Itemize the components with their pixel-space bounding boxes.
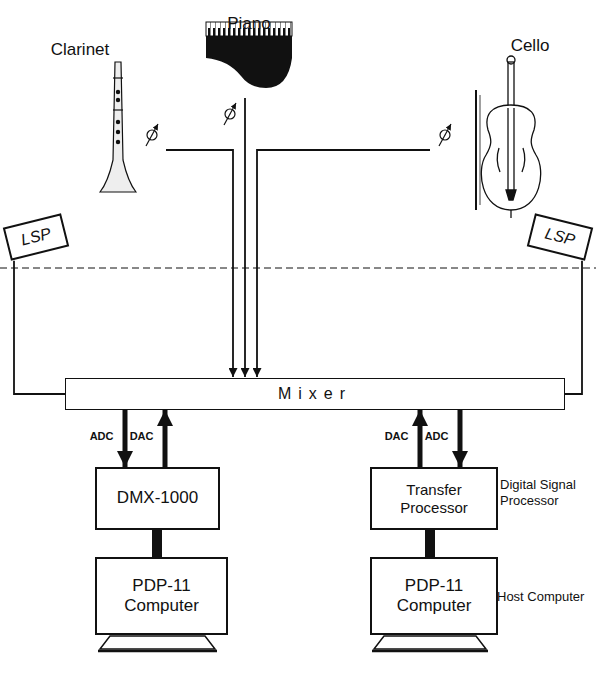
signal-label: ADC	[424, 430, 450, 442]
signal-arrow	[418, 410, 423, 467]
instrument-label: Clarinet	[51, 40, 110, 60]
mixer-box: Mixer	[65, 378, 565, 410]
annotation-label: Digital Signal Processor	[500, 477, 580, 510]
box-text: PDP-11 Computer	[372, 576, 496, 617]
signal-arrow	[458, 410, 463, 467]
microphone-symbol	[146, 103, 451, 146]
cello-drawing	[476, 56, 541, 218]
box-text: DMX-1000	[113, 488, 202, 508]
signal-label: DAC	[384, 430, 410, 442]
processor-box: DMX-1000	[95, 467, 220, 530]
annotation-label: Host Computer	[497, 589, 584, 605]
speaker-wire	[14, 261, 65, 394]
signal-arrow	[152, 530, 162, 557]
box-text: LSP	[15, 223, 57, 251]
instrument-label: Piano	[227, 14, 270, 34]
box-text: LSP	[539, 223, 581, 251]
box-text: Transfer Processor	[372, 481, 496, 517]
computer-box: PDP-11 Computer	[95, 557, 228, 635]
dashed-separator	[0, 268, 596, 269]
monitor-base	[98, 636, 488, 651]
signal-line	[166, 98, 430, 377]
speaker-box: LSP	[3, 213, 69, 261]
box-text: Mixer	[274, 384, 356, 403]
speaker-wire	[565, 261, 582, 394]
signal-label: ADC	[89, 430, 115, 442]
processor-box: Transfer Processor	[370, 467, 498, 530]
signal-arrow	[123, 410, 128, 467]
clarinet-drawing	[100, 62, 136, 192]
signal-arrow	[163, 410, 168, 467]
instrument-label: Cello	[511, 36, 550, 56]
speaker-box: LSP	[527, 213, 593, 261]
box-text: PDP-11 Computer	[97, 576, 226, 617]
computer-box: PDP-11 Computer	[370, 557, 498, 635]
signal-label: DAC	[129, 430, 155, 442]
signal-arrow	[425, 530, 435, 557]
